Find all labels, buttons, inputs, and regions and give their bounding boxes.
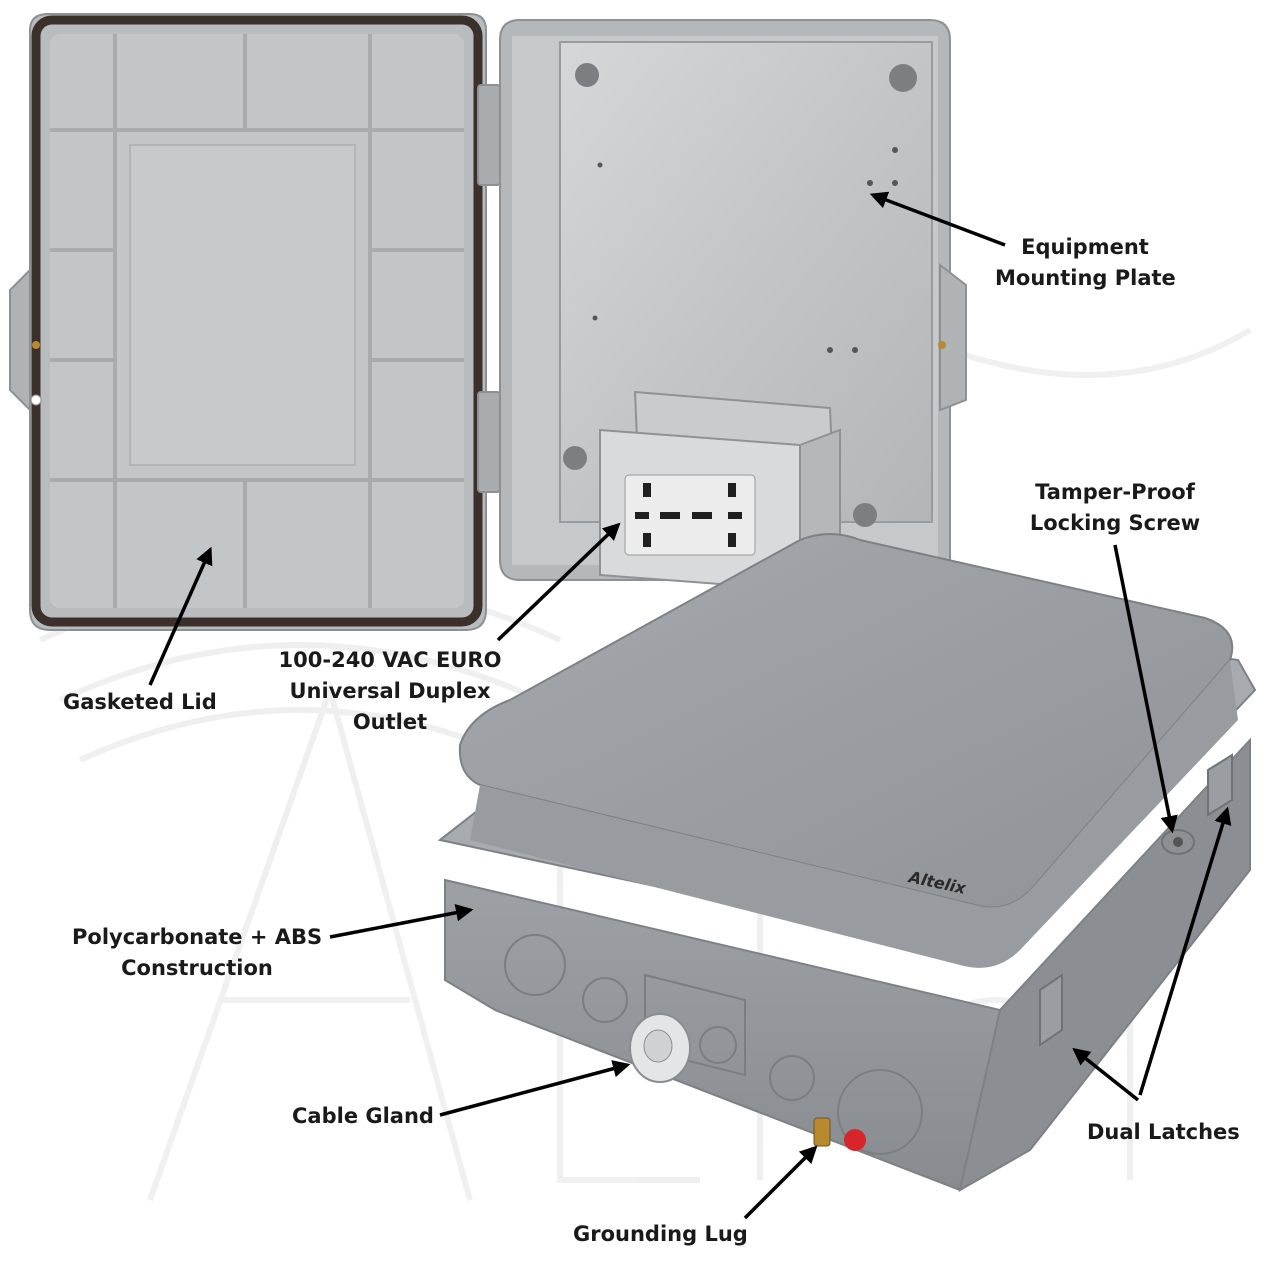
latches [1039, 753, 1233, 1047]
arrow-gasketed-lid [148, 546, 213, 686]
callout-line: Mounting Plate [995, 266, 1176, 290]
callout-line: Equipment [1021, 235, 1149, 259]
callout-line: Dual Latches [1087, 1120, 1240, 1144]
arrow-dual-latches-1 [1138, 806, 1232, 1096]
grounding-lug [813, 1117, 866, 1151]
arrow-construction [329, 904, 474, 939]
callout-construction: Polycarbonate + ABS Construction [72, 922, 322, 984]
callout-line: Outlet [352, 710, 428, 734]
callout-line: Grounding Lug [573, 1222, 748, 1246]
callout-euro-outlet: 100-240 VAC EURO Universal Duplex Outlet [275, 645, 505, 738]
callout-line: Locking Screw [1029, 511, 1201, 535]
locking-screw [1161, 829, 1195, 855]
callout-line: Cable Gland [292, 1104, 434, 1128]
callout-gasketed-lid: Gasketed Lid [63, 687, 217, 718]
callout-line: Construction [121, 956, 273, 980]
callout-line: Tamper-Proof [1035, 480, 1195, 504]
callout-line: Polycarbonate + ABS [72, 925, 323, 949]
callout-cable-gland: Cable Gland [292, 1101, 434, 1132]
callout-grounding-lug: Grounding Lug [573, 1219, 748, 1250]
lid-gasket [31, 15, 483, 627]
arrow-euro-outlet [496, 522, 621, 642]
cable-gland [629, 1013, 691, 1083]
arrow-cable-gland [439, 1060, 631, 1117]
arrow-locking-screw [1113, 544, 1178, 834]
arrow-dual-latches-2 [1072, 1047, 1140, 1102]
closed-enclosure: Altelix [437, 533, 1257, 1192]
callout-arrows [148, 191, 1232, 1220]
arrow-mounting-plate [869, 191, 1006, 247]
callout-line: Universal Duplex [289, 679, 491, 703]
callout-tamper-proof-locking-screw: Tamper-Proof Locking Screw [1025, 477, 1205, 539]
callout-line: 100-240 VAC EURO [278, 648, 502, 672]
callout-dual-latches: Dual Latches [1087, 1117, 1240, 1148]
callout-line: Gasketed Lid [63, 690, 217, 714]
callout-equipment-mounting-plate: Equipment Mounting Plate [995, 232, 1176, 294]
open-lid [9, 13, 487, 631]
arrow-grounding-lug [743, 1145, 818, 1220]
open-enclosure-base [499, 19, 967, 592]
